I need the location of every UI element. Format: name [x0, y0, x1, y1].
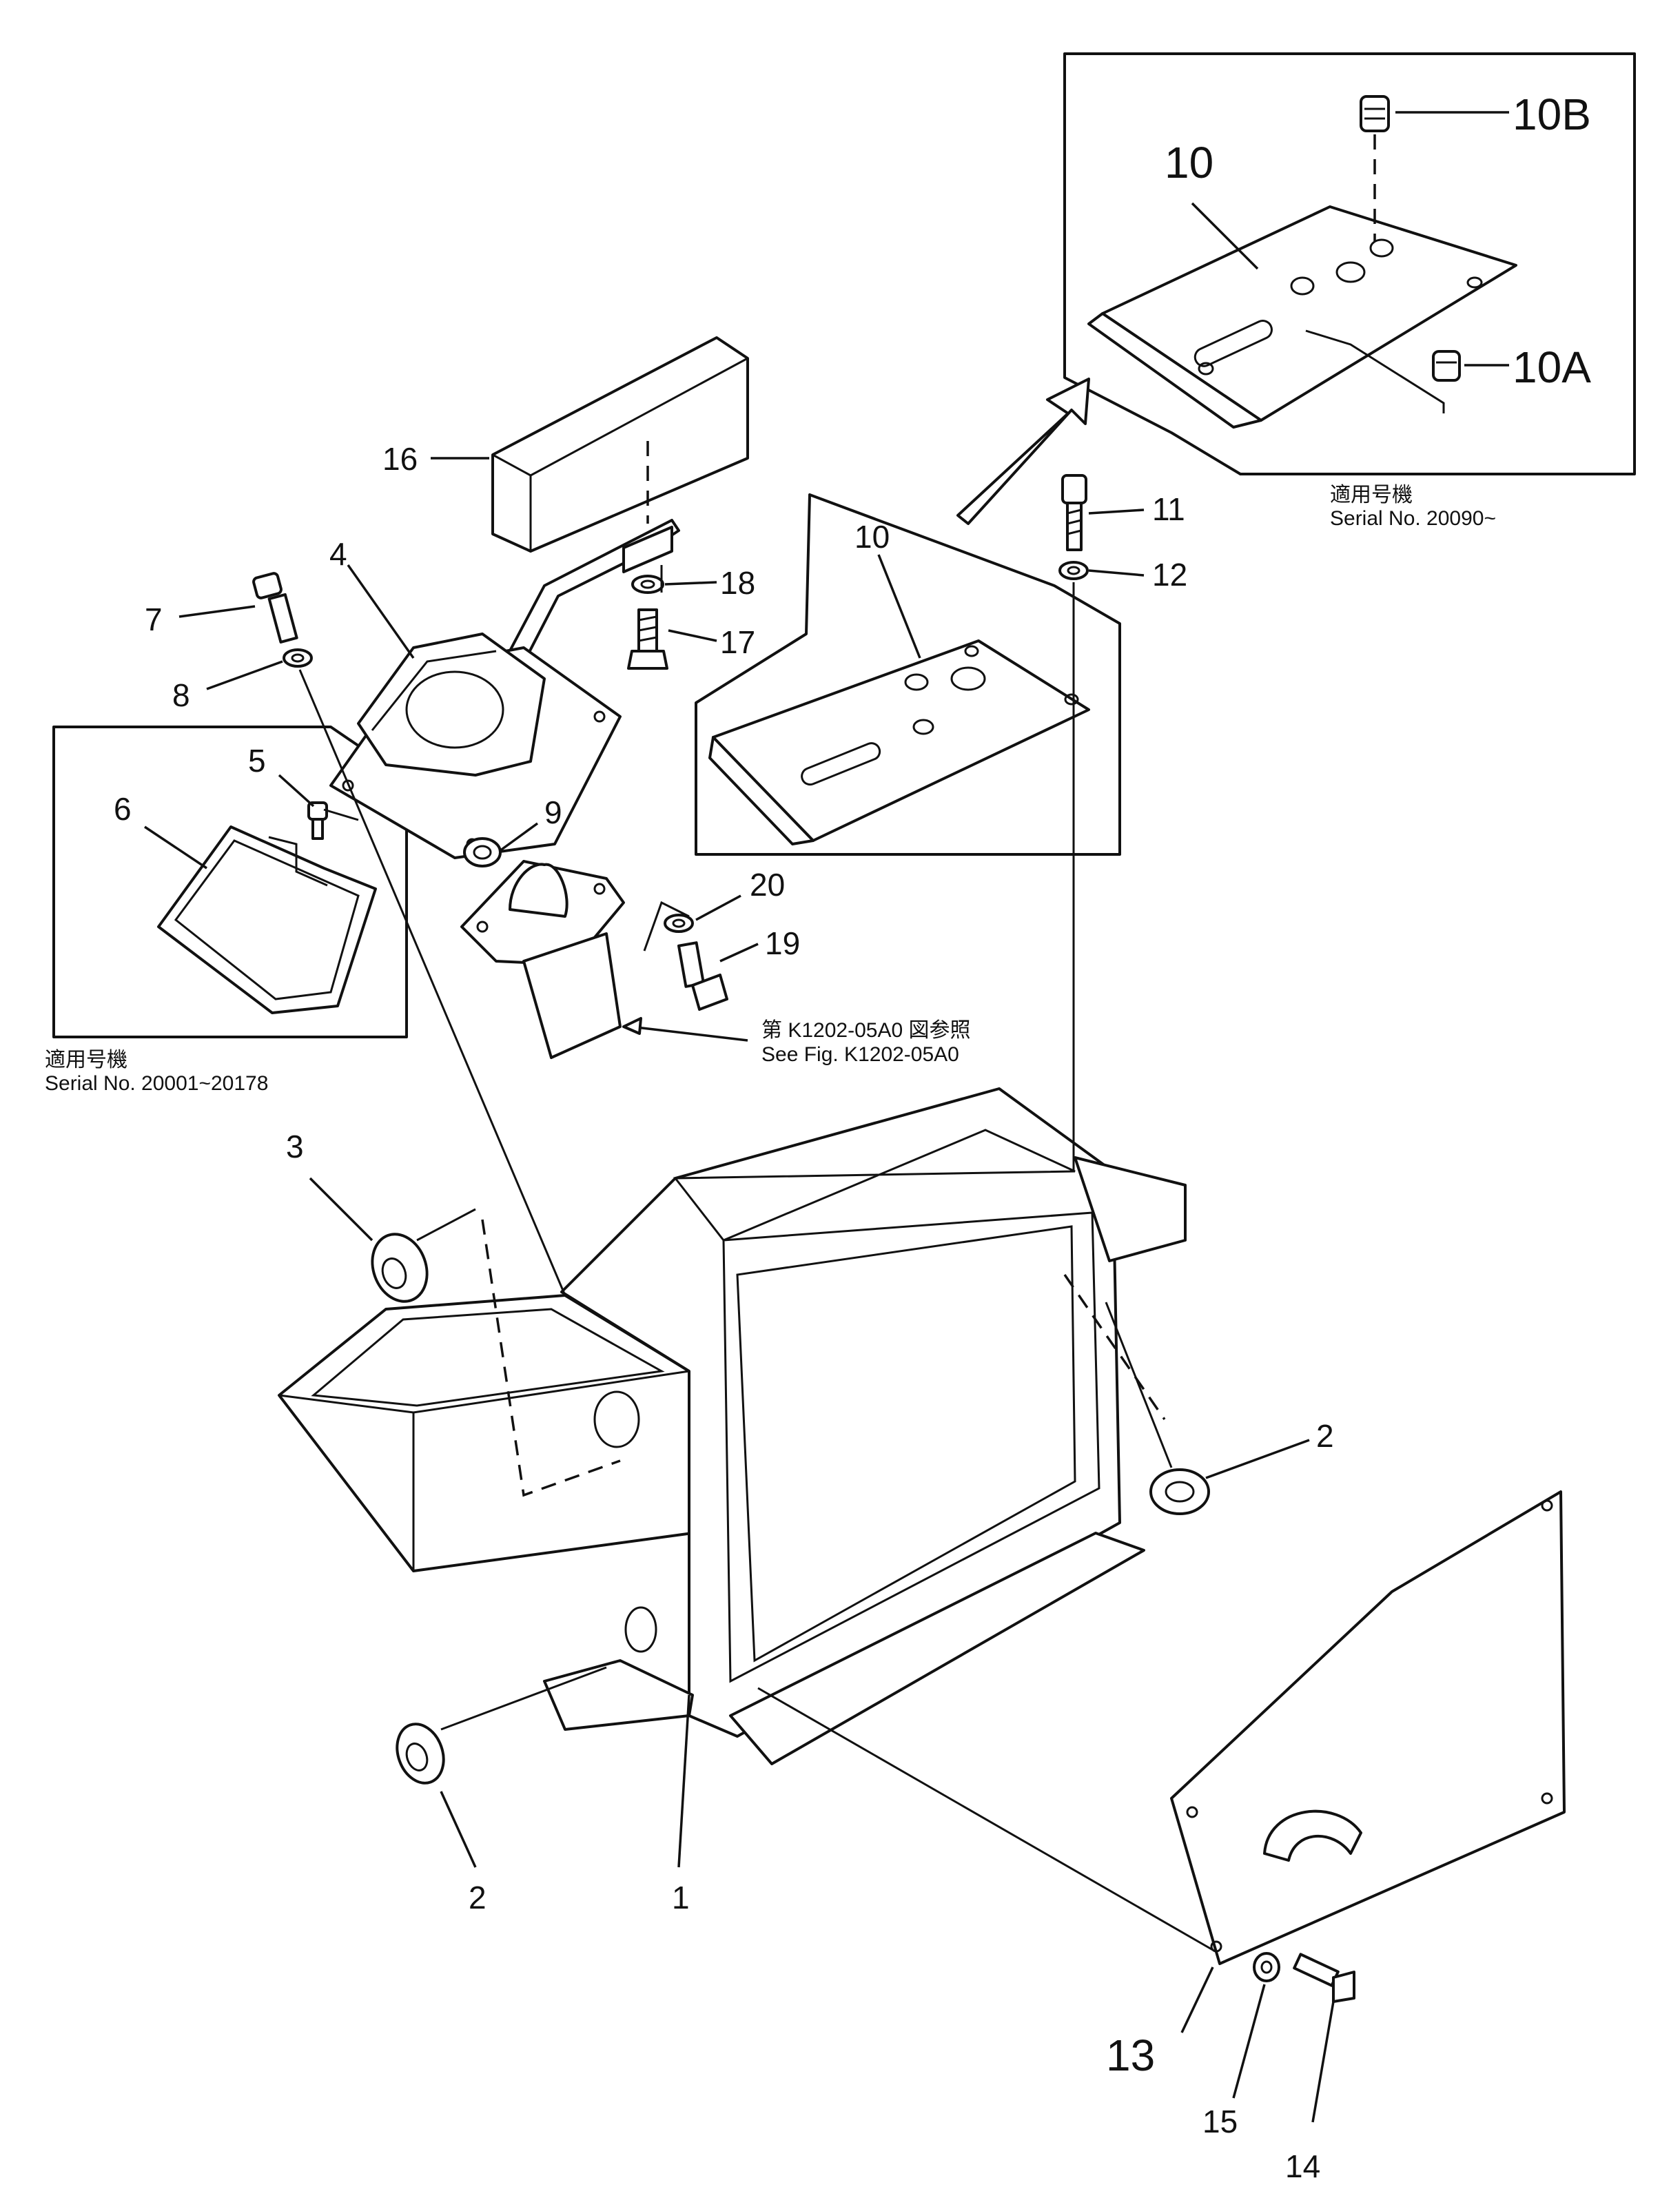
serial-note-left: 適用号機 Serial No. 20001~20178: [45, 1049, 268, 1095]
callout-5: 5: [248, 743, 266, 779]
part-16-armrest: [491, 336, 749, 553]
callout-20: 20: [750, 867, 785, 903]
part-9-grommet: [463, 837, 502, 867]
serial-right: Serial No. 20090~: [1330, 507, 1496, 530]
callout-13: 13: [1106, 2031, 1155, 2080]
serial-left: Serial No. 20001~20178: [45, 1072, 268, 1095]
part-4-boot: [329, 633, 622, 859]
part-11-bolt: [1061, 474, 1087, 551]
part-10B-plug: [1360, 95, 1390, 241]
part-13-cover: [1170, 1490, 1566, 1965]
callout-10A: 10A: [1513, 342, 1591, 392]
see-fig-jp: 第 K1202-05A0 図参照: [761, 1019, 970, 1042]
part-5-screw: [307, 801, 328, 840]
part-15-washer: [1253, 1952, 1280, 1982]
part-14-bolt: [1293, 1953, 1355, 2003]
callout-6: 6: [114, 791, 132, 827]
callout-18: 18: [720, 565, 755, 601]
callout-19: 19: [765, 925, 800, 961]
part-2-grommet-right: [1149, 1468, 1210, 1515]
callout-1: 1: [672, 1880, 690, 1915]
part-12-washer: [1058, 561, 1089, 580]
callout-8: 8: [172, 677, 190, 713]
callout-10-right: 10: [1165, 138, 1213, 187]
joystick-assembly: [460, 860, 625, 1059]
serial-right-jp: 適用号機: [1330, 484, 1413, 506]
assembly-lines: [298, 565, 1213, 1951]
part-2-grommet-left: [396, 1723, 445, 1785]
see-fig-note: 第 K1202-05A0 図参照 See Fig. K1202-05A0: [761, 1019, 970, 1066]
part-18-washer: [631, 575, 664, 594]
part-10-plate: [708, 639, 1090, 845]
serial-note-right: 適用号機 Serial No. 20090~: [1330, 484, 1496, 530]
part-8-washer: [283, 648, 313, 668]
leader-lines: [144, 111, 1509, 2123]
serial-left-jp: 適用号機: [45, 1049, 127, 1071]
callout-15: 15: [1202, 2104, 1238, 2139]
callout-2-right: 2: [1316, 1418, 1334, 1454]
callout-16: 16: [382, 441, 418, 477]
callout-12: 12: [1152, 557, 1187, 593]
part-10A-plug: [1305, 329, 1461, 413]
callout-10-center: 10: [854, 519, 890, 555]
callout-4: 4: [329, 536, 347, 572]
callout-labels: 10B 10 10A 11 12 10 16 4 18 17 7 8 5 6 9…: [114, 90, 1591, 2184]
callout-7: 7: [145, 602, 163, 637]
callout-2-left: 2: [469, 1880, 486, 1915]
inset-box-left: [52, 726, 408, 1038]
see-fig: See Fig. K1202-05A0: [761, 1043, 959, 1066]
part-19-bolt: [677, 941, 728, 1011]
callout-10B: 10B: [1513, 90, 1591, 139]
callout-3: 3: [286, 1129, 304, 1164]
part-20-washer: [664, 914, 694, 933]
callout-14: 14: [1285, 2148, 1320, 2184]
upgrade-arrow: [956, 378, 1090, 525]
part-3-grommet: [371, 1233, 429, 1303]
inset-box-right: [1063, 52, 1636, 475]
callout-11: 11: [1152, 491, 1185, 527]
part-7-bolt: [252, 572, 298, 644]
callout-9: 9: [544, 794, 562, 830]
inset-box-center: [695, 493, 1121, 856]
part-17-bolt: [627, 608, 668, 670]
armrest-bracket: [481, 519, 680, 704]
part-10-plate-new: [1087, 205, 1517, 429]
callout-17: 17: [720, 624, 755, 660]
part-1-console-frame: [278, 1087, 1187, 1765]
part-6-boot-frame-old: [157, 825, 377, 1014]
